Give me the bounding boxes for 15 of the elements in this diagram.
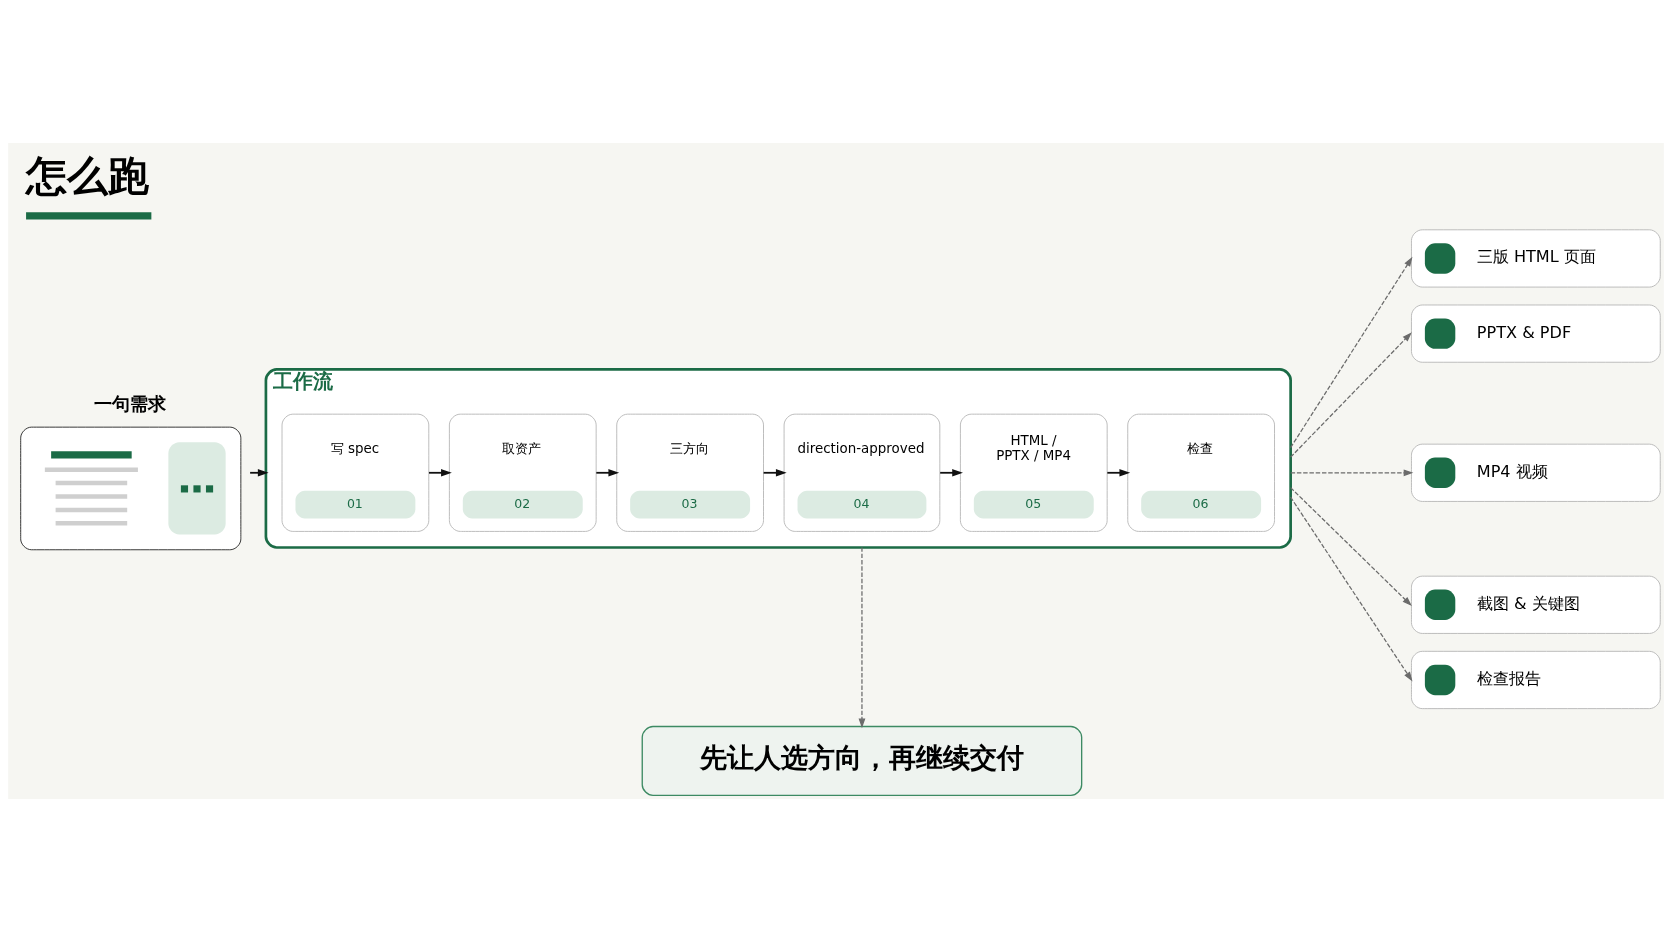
arrow (1290, 468, 1414, 476)
node-box: 先让人选方向，再继续交付 (641, 725, 1083, 796)
arrow (428, 468, 452, 477)
arrow (595, 468, 620, 477)
arrow (249, 468, 269, 477)
arrow (762, 468, 787, 477)
arrow (1106, 468, 1131, 477)
arrow (939, 468, 963, 477)
arrow (858, 546, 866, 728)
arrow (1290, 486, 1412, 606)
node-label: 一句需求 (94, 392, 167, 414)
diagram-title: 怎么跑 (26, 151, 150, 200)
arrow (1290, 331, 1412, 458)
arrow (1290, 256, 1413, 448)
arrow (1290, 496, 1413, 682)
